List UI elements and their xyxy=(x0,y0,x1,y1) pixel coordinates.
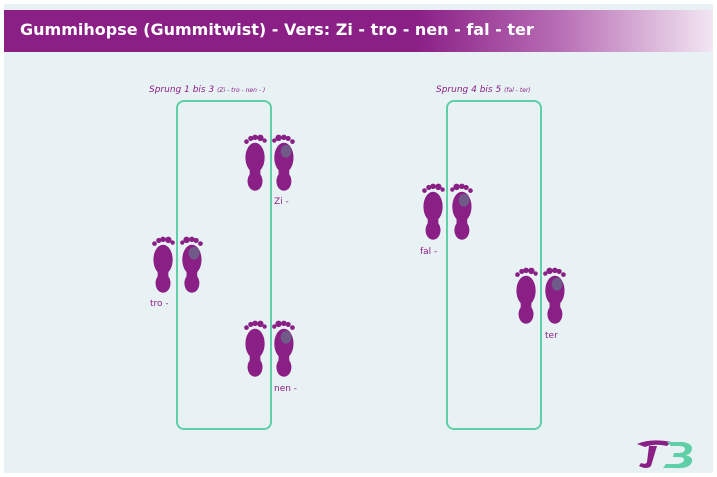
footprint-icon xyxy=(422,183,473,240)
syllable-nen: nen - xyxy=(274,384,298,394)
right-jump-caption-small: (fal - ter) xyxy=(504,87,531,94)
right-jump-caption: Sprung 4 bis 5 (fal - ter) xyxy=(436,85,531,95)
footprint-icon xyxy=(244,320,295,377)
left-jump-caption-text: Sprung 1 bis 3 xyxy=(149,85,215,95)
left-jump-caption-small: (Zi - tro - nen - ) xyxy=(217,87,266,94)
syllable-tro: tro - xyxy=(150,299,169,309)
right-jump-caption-text: Sprung 4 bis 5 xyxy=(436,85,502,95)
footprint-icon xyxy=(515,267,566,324)
logo-text: TB xyxy=(697,469,699,471)
left-jump-caption: Sprung 1 bis 3 (Zi - tro - nen - ) xyxy=(149,85,265,95)
syllable-ter: ter xyxy=(545,331,558,341)
footprint-icon xyxy=(244,134,295,191)
syllable-zi: Zi - xyxy=(274,197,289,207)
right-rope-box xyxy=(446,100,542,430)
logo-icon: TB xyxy=(637,440,699,471)
footprint-icon xyxy=(152,236,203,293)
title-bar: Gummihopse (Gummitwist) - Vers: Zi - tro… xyxy=(4,10,713,52)
syllable-fal: fal - xyxy=(420,247,438,257)
slide-title: Gummihopse (Gummitwist) - Vers: Zi - tro… xyxy=(20,20,534,39)
slide: Gummihopse (Gummitwist) - Vers: Zi - tro… xyxy=(4,4,713,473)
left-rope-box xyxy=(176,100,272,430)
